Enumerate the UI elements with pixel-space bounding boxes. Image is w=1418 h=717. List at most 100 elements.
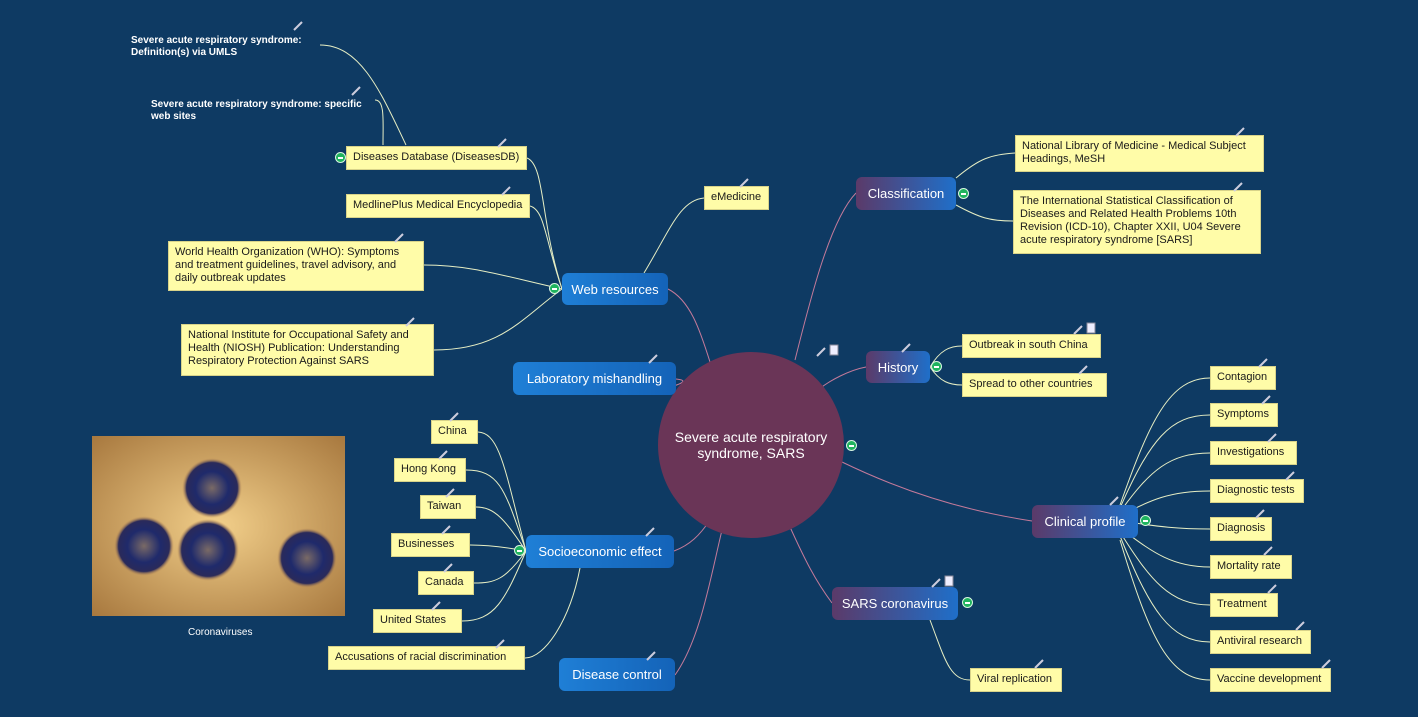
note-racial-discrimination[interactable]: Accusations of racial discrimination — [328, 646, 525, 670]
note-spread-other-countries-text: Spread to other countries — [969, 378, 1093, 390]
note-racial-discrimination-text: Accusations of racial discrimination — [335, 651, 507, 663]
note-diagnostic-tests-text: Diagnostic tests — [1217, 484, 1295, 496]
note-medlineplus[interactable]: MedlinePlus Medical Encyclopedia — [346, 194, 530, 218]
note-medlineplus-text: MedlinePlus Medical Encyclopedia — [353, 199, 523, 211]
note-viral-replication[interactable]: Viral replication — [970, 668, 1062, 692]
note-china[interactable]: China — [431, 420, 478, 444]
link-icon — [1258, 358, 1268, 368]
topic-web-resources[interactable]: Web resources — [562, 273, 668, 305]
link-icon — [293, 21, 303, 31]
note-contagion-text: Contagion — [1217, 371, 1268, 383]
topic-disease-control[interactable]: Disease control — [559, 658, 675, 691]
note-vaccine-development[interactable]: Vaccine development — [1210, 668, 1331, 692]
note-spread-other-countries[interactable]: Spread to other countries — [962, 373, 1107, 397]
topic-classification[interactable]: Classification — [856, 177, 956, 210]
topic-clinical-profile-label: Clinical profile — [1044, 514, 1126, 529]
note-united-states[interactable]: United States — [373, 609, 462, 633]
topic-socioeconomic-effect[interactable]: Socioeconomic effect — [526, 535, 674, 568]
note-viral-replication-text: Viral replication — [977, 673, 1053, 685]
note-investigations-text: Investigations — [1217, 446, 1285, 458]
link-icon — [351, 86, 361, 96]
topic-clinical-profile[interactable]: Clinical profile — [1032, 505, 1138, 538]
note-hong-kong-text: Hong Kong — [401, 463, 457, 475]
note-symptoms[interactable]: Symptoms — [1210, 403, 1278, 427]
history-collapse-toggle[interactable] — [931, 361, 942, 372]
link-icon — [445, 488, 455, 498]
note-investigations[interactable]: Investigations — [1210, 441, 1297, 465]
link-icon — [1235, 127, 1245, 137]
coronavirus-image — [92, 436, 345, 616]
note-emedicine[interactable]: eMedicine — [704, 186, 769, 210]
central-topic[interactable]: Severe acute respiratory syndrome, SARS — [658, 352, 844, 538]
link-icon — [438, 450, 448, 460]
topic-socioeconomic-effect-label: Socioeconomic effect — [538, 544, 662, 559]
note-treatment[interactable]: Treatment — [1210, 593, 1278, 617]
note-diagnosis[interactable]: Diagnosis — [1210, 517, 1272, 541]
note-hong-kong[interactable]: Hong Kong — [394, 458, 466, 482]
link-icon — [449, 412, 459, 422]
topic-disease-control-label: Disease control — [572, 667, 662, 682]
topic-web-resources-label: Web resources — [571, 281, 659, 297]
topic-sars-coronavirus[interactable]: SARS coronavirus — [832, 587, 958, 620]
link-icon — [1285, 471, 1295, 481]
note-outbreak-south-china[interactable]: Outbreak in south China — [962, 334, 1101, 358]
topic-sars-coronavirus-label: SARS coronavirus — [841, 596, 949, 611]
link-icon — [739, 178, 749, 188]
note-businesses[interactable]: Businesses — [391, 533, 470, 557]
link-icon — [648, 354, 658, 364]
link-icon — [497, 138, 507, 148]
note-mesh-text: National Library of Medicine - Medical S… — [1022, 140, 1246, 165]
link-icon — [1263, 546, 1273, 556]
note-niosh-text: National Institute for Occupational Safe… — [188, 329, 409, 367]
note-diseasesdb[interactable]: Diseases Database (DiseasesDB) — [346, 146, 527, 170]
note-symptoms-text: Symptoms — [1217, 408, 1269, 420]
link-icon — [1267, 433, 1277, 443]
central-note-icon — [829, 344, 839, 356]
note-icd10[interactable]: The International Statistical Classifica… — [1013, 190, 1261, 254]
note-antiviral-research-text: Antiviral research — [1217, 635, 1302, 647]
link-icon — [931, 578, 941, 588]
central-collapse-toggle[interactable] — [846, 440, 857, 451]
link-icon — [1261, 395, 1271, 405]
diseasesdb-collapse-toggle[interactable] — [335, 152, 346, 163]
note-diagnostic-tests[interactable]: Diagnostic tests — [1210, 479, 1304, 503]
central-topic-label: Severe acute respiratory syndrome, SARS — [674, 429, 828, 461]
note-diagnosis-text: Diagnosis — [1217, 522, 1266, 534]
sars-coronavirus-collapse-toggle[interactable] — [962, 597, 973, 608]
note-mortality-rate[interactable]: Mortality rate — [1210, 555, 1292, 579]
link-icon — [1295, 621, 1305, 631]
note-umls-text: Severe acute respiratory syndrome: Defin… — [131, 35, 302, 58]
note-specific-sites[interactable]: Severe acute respiratory syndrome: speci… — [151, 99, 376, 123]
web-resources-collapse-toggle[interactable] — [549, 283, 560, 294]
clinical-profile-collapse-toggle[interactable] — [1140, 515, 1151, 526]
topic-history[interactable]: History — [866, 351, 930, 383]
note-specific-sites-text: Severe acute respiratory syndrome: speci… — [151, 99, 362, 122]
note-mesh[interactable]: National Library of Medicine - Medical S… — [1015, 135, 1264, 172]
note-emedicine-text: eMedicine — [711, 191, 762, 203]
socioeconomic-collapse-toggle[interactable] — [514, 545, 525, 556]
note-canada[interactable]: Canada — [418, 571, 474, 595]
note-antiviral-research[interactable]: Antiviral research — [1210, 630, 1311, 654]
note-diseasesdb-text: Diseases Database (DiseasesDB) — [353, 151, 520, 163]
note-who[interactable]: World Health Organization (WHO): Symptom… — [168, 241, 424, 291]
note-mortality-rate-text: Mortality rate — [1217, 560, 1281, 572]
classification-collapse-toggle[interactable] — [958, 188, 969, 199]
central-link-icon — [816, 347, 826, 357]
note-niosh[interactable]: National Institute for Occupational Safe… — [181, 324, 434, 376]
note-canada-text: Canada — [425, 576, 464, 588]
topic-classification-label: Classification — [867, 186, 945, 201]
note-outbreak-south-china-text: Outbreak in south China — [969, 339, 1088, 351]
link-icon — [394, 233, 404, 243]
link-icon — [1073, 325, 1083, 335]
topic-laboratory-mishandling[interactable]: Laboratory mishandling — [513, 362, 676, 395]
note-contagion[interactable]: Contagion — [1210, 366, 1276, 390]
topic-history-label: History — [877, 359, 919, 375]
note-taiwan[interactable]: Taiwan — [420, 495, 476, 519]
link-icon — [431, 601, 441, 611]
image-caption: Coronaviruses — [188, 627, 253, 638]
note-treatment-text: Treatment — [1217, 598, 1267, 610]
note-umls[interactable]: Severe acute respiratory syndrome: Defin… — [131, 35, 321, 59]
link-icon — [901, 343, 911, 353]
link-icon — [1233, 182, 1243, 192]
